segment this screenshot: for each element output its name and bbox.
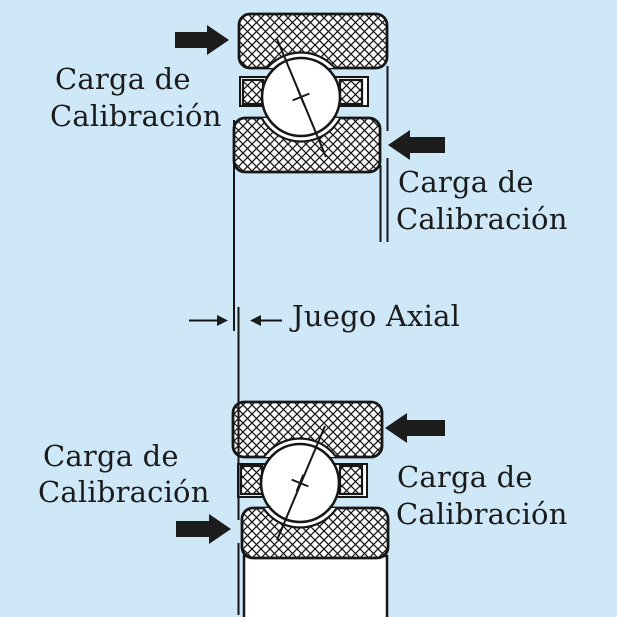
bottom-bearing-center-mark [291, 474, 309, 492]
top-bearing-cage-left [241, 78, 265, 106]
top-bearing-cage-right [338, 78, 364, 106]
load-arrow-bottom-left-right-pointing [176, 514, 231, 544]
label-load-bottom-left-line2: Calibración [38, 475, 210, 509]
label-load-bottom-right-line2: Calibración [396, 497, 568, 531]
label-load-top-right-line1: Carga de [398, 165, 534, 199]
label-load-top-left-line2: Calibración [50, 99, 222, 133]
bottom-bearing-cage-left [239, 464, 264, 496]
shaft-section [242, 554, 389, 617]
bottom-bearing-cage-right [338, 464, 364, 496]
load-arrow-bottom-right-left-pointing [385, 413, 445, 443]
load-arrow-top-right-left-pointing [388, 130, 445, 160]
label-axial-play: Juego Axial [292, 299, 461, 333]
label-load-top-right-line2: Calibración [396, 202, 568, 236]
bottom-bearing [231, 400, 390, 560]
label-load-bottom-left-line1: Carga de [43, 439, 179, 473]
label-load-top-left-line1: Carga de [55, 62, 191, 96]
dimension-arrow-left-pointing [250, 315, 282, 326]
top-bearing-center-mark [292, 88, 310, 106]
top-bearing [232, 12, 389, 174]
dimension-arrow-right-pointing [189, 315, 228, 326]
load-arrow-top-left-right-pointing [175, 25, 229, 55]
label-load-bottom-right-line1: Carga de [397, 460, 533, 494]
